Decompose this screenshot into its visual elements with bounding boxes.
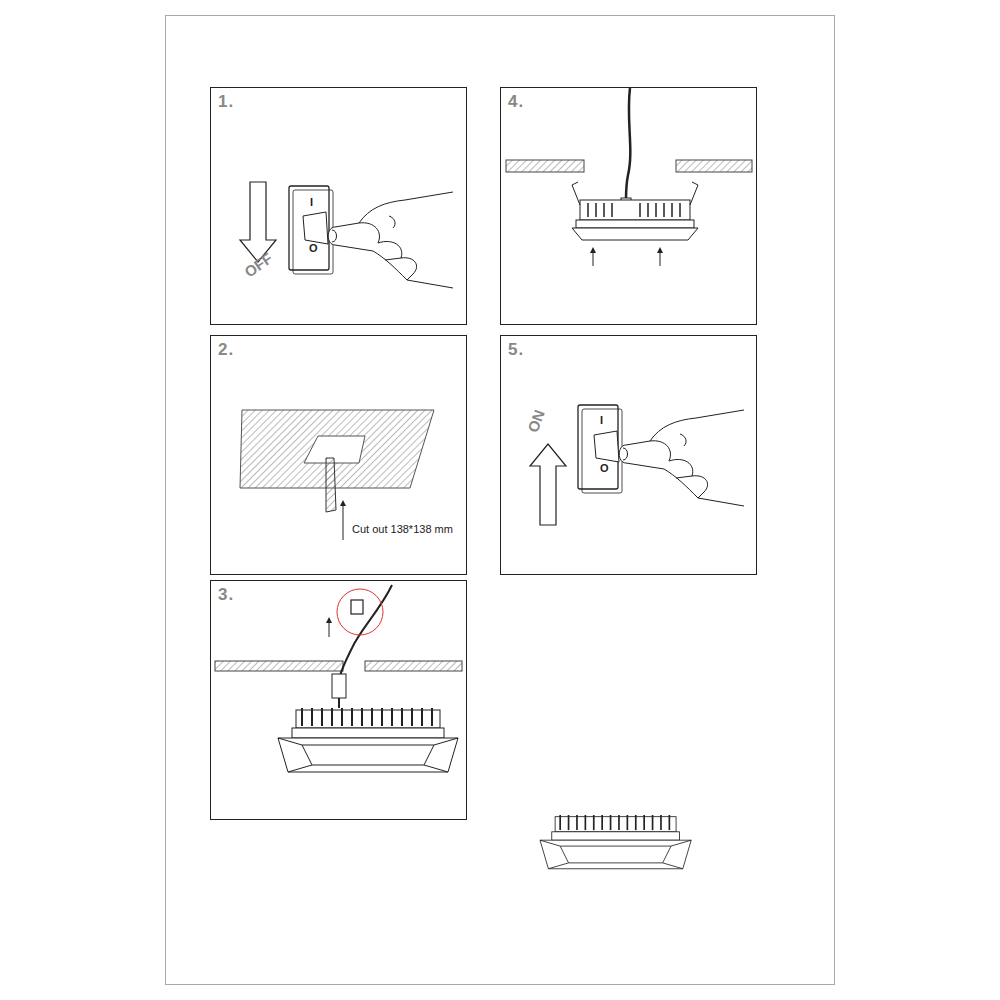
cutout-dimension: Cut out 138*138 mm: [352, 524, 453, 535]
step-panel: 4.: [500, 87, 757, 325]
illustration-part: [587, 203, 589, 217]
illustration-part: [572, 228, 698, 240]
illustration-part: [655, 203, 657, 217]
switch-mark: I: [600, 415, 603, 426]
illustration-part: [671, 203, 673, 217]
illustration-part: [580, 200, 690, 220]
luminaire-figure: [540, 815, 691, 869]
illustration-part: [660, 250, 661, 266]
page-border: [166, 16, 835, 985]
switch-state-label: ON: [525, 408, 547, 434]
illustration-part: [337, 589, 383, 635]
illustration-part: [690, 182, 698, 205]
illustration-part: [530, 444, 566, 525]
illustration-part: [603, 203, 605, 217]
switch-off-figure: [240, 182, 453, 288]
illustration-part: [572, 182, 580, 205]
illustration-part: [595, 203, 597, 217]
switch-on-figure: [530, 405, 744, 525]
illustration-part: [663, 203, 665, 217]
illustration-part: [679, 203, 681, 217]
illustration-part: [278, 708, 458, 772]
step-number: 2.: [218, 340, 234, 360]
illustration-part: [676, 160, 752, 172]
step-number: 5.: [508, 340, 524, 360]
switch-mark: I: [310, 197, 313, 208]
illustration-part: [338, 698, 340, 708]
illustration-part: [611, 203, 613, 217]
illustration-part: [289, 186, 329, 270]
illustration-part: [215, 661, 343, 671]
illustration-part: [328, 192, 453, 288]
illustration-part: [343, 503, 344, 540]
illustration-part: [619, 410, 744, 506]
illustration-part: [293, 190, 333, 274]
illustration-part: [593, 250, 594, 266]
insert-figure: [506, 88, 752, 266]
illustration-part: [639, 203, 641, 217]
switch-mark: O: [600, 463, 609, 474]
step-panel: 3.: [210, 580, 467, 820]
step-panel: 2.: [210, 335, 467, 575]
step-number: 3.: [218, 585, 234, 605]
illustration-part: [588, 203, 680, 217]
illustration-part: [626, 88, 630, 200]
illustration-part: [594, 431, 619, 462]
illustration-part: [332, 674, 346, 698]
illustration-part: [326, 458, 336, 512]
illustration-part: [351, 600, 363, 614]
switch-mark: O: [309, 243, 318, 254]
connect-figure: [215, 585, 462, 772]
illustration-part: [365, 661, 462, 671]
illustration-part: [240, 410, 434, 488]
step-panel: 1.: [210, 87, 467, 325]
illustration-part: [240, 182, 276, 262]
illustration-part: [540, 815, 691, 869]
illustration-part: [329, 620, 330, 637]
illustration-part: [340, 585, 392, 676]
step-number: 1.: [218, 92, 234, 112]
step-panel: 5.: [500, 335, 757, 575]
switch-state-label: OFF: [242, 250, 275, 279]
step-number: 4.: [508, 92, 524, 112]
illustration-part: [647, 203, 649, 217]
ceiling-cutout-figure: [240, 410, 434, 540]
illustration-part: [582, 409, 622, 493]
illustration-part: [303, 212, 328, 244]
illustration-part: [576, 220, 694, 228]
illustration-part: [578, 405, 618, 489]
illustration-part: [506, 160, 584, 172]
